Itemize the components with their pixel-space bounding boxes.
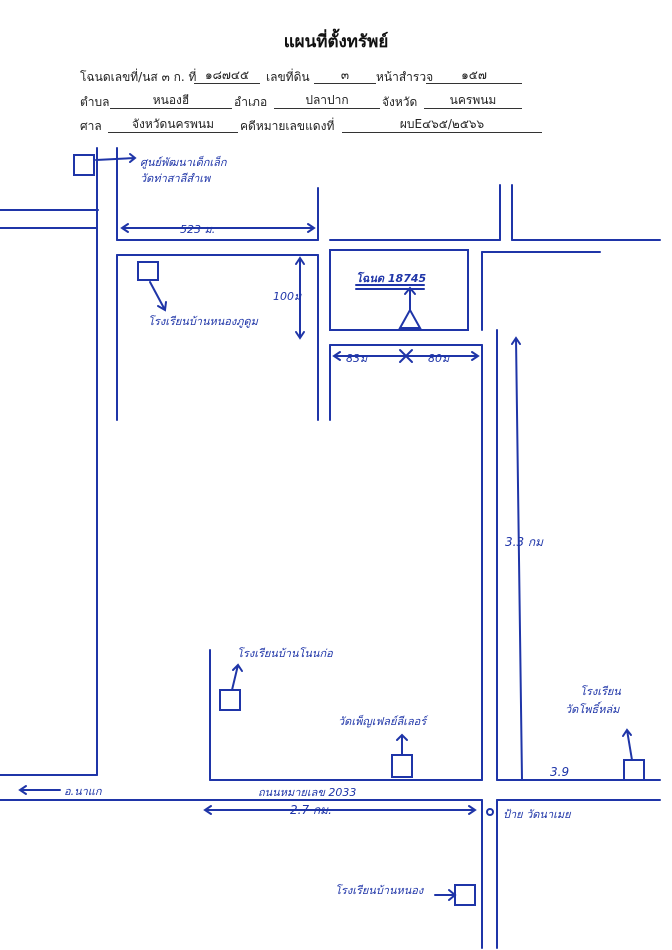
temple-label: วัดเพ็ญเฟลย์ลีเลอร์ [338, 714, 429, 728]
school-bottom: โรงเรียนบ้านหนอง [335, 884, 425, 897]
distance-523: 523 ม. [180, 223, 215, 236]
subdistrict-value: หนองฮี [110, 93, 232, 109]
dimension-cross [399, 349, 413, 363]
dimension-arrow [511, 336, 523, 781]
landmark-marker [219, 689, 241, 711]
dimension-arrow [120, 223, 316, 233]
landmark-marker [454, 884, 476, 906]
location-row: ตำบล หนองฮี อำเภอ ปลาปาก จังหวัด นครพนม [80, 93, 550, 111]
school-se-line1: โรงเรียน [580, 685, 621, 698]
land-no-value: ๓ [314, 68, 376, 84]
pointer-arrow [622, 728, 633, 761]
sign-label: ป้าย วัดนาเมย [503, 808, 572, 821]
page-title: แผนที่ตั้งทรัพย์ [283, 32, 389, 52]
school-sw: โรงเรียนบ้านโนนก่อ [237, 647, 333, 660]
school-label: โรงเรียนบ้านหนองภูดูม [148, 315, 259, 328]
case-label: คดีหมายเลขแดงที่ [240, 119, 335, 133]
distance-3-9: 3.9 [550, 765, 569, 779]
to-left-label: อ.นาแก [64, 785, 103, 798]
pointer-arrow [404, 286, 416, 311]
landmark-marker [73, 154, 95, 176]
direction-arrow [18, 785, 61, 795]
survey-value: ๑๕๗ [426, 68, 522, 84]
plot-triangle [398, 307, 422, 329]
deed-value: ๑๘๗๔๕ [194, 68, 260, 84]
deed-label: โฉนดเลขที่/นส ๓ ก. ที่ [80, 70, 197, 84]
survey-label: หน้าสำรวจ [376, 70, 434, 84]
pointer-arrow [149, 281, 167, 312]
dimension-arrow [203, 805, 477, 815]
landmark-marker [623, 759, 645, 781]
nw-landmark-line1: ศูนย์พัฒนาเด็กเล็ก [140, 155, 228, 169]
landmark-marker [137, 261, 159, 281]
district-value: ปลาปาก [274, 93, 380, 109]
road-label: ถนนหมายเลข 2033 [258, 786, 356, 799]
dimension-arrow [295, 256, 305, 340]
province-label: จังหวัด [382, 95, 418, 109]
province-value: นครพนม [424, 93, 522, 109]
court-row: ศาล จังหวัดนครพนม คดีหมายเลขแดงที่ ผบE๔๖… [80, 117, 550, 135]
distance-3-3: 3.3 กม [505, 535, 544, 549]
pointer-arrow [95, 153, 137, 163]
school-se-line2: วัดโพธิ์หล่ม [565, 701, 620, 716]
subdistrict-label: ตำบล [80, 95, 110, 109]
district-label: อำเภอ [234, 95, 268, 109]
landmark-marker [391, 754, 413, 778]
plot-rectangle [329, 249, 469, 331]
court-label: ศาล [80, 119, 102, 133]
distance-100: 100ม [273, 290, 302, 303]
deed-row: โฉนดเลขที่/นส ๓ ก. ที่ ๑๘๗๔๕ เลขที่ดิน ๓… [80, 68, 550, 86]
land-no-label: เลขที่ดิน [266, 70, 310, 84]
pointer-arrow [396, 733, 408, 756]
nw-landmark-line2: วัดท่าสาลีสำเพ [140, 172, 212, 185]
distance-80: 80ม [428, 352, 450, 365]
distance-2-7: 2.7 กม. [290, 803, 332, 817]
plot-label: โฉนด 18745 [356, 271, 427, 285]
sign-marker [486, 808, 494, 816]
distance-83: 83ม [346, 352, 368, 365]
court-value: จังหวัดนครพนม [108, 117, 238, 133]
pointer-arrow [231, 663, 243, 691]
case-value: ผบE๔๖๕/๒๕๖๖ [342, 117, 542, 133]
pointer-arrow [434, 889, 457, 901]
